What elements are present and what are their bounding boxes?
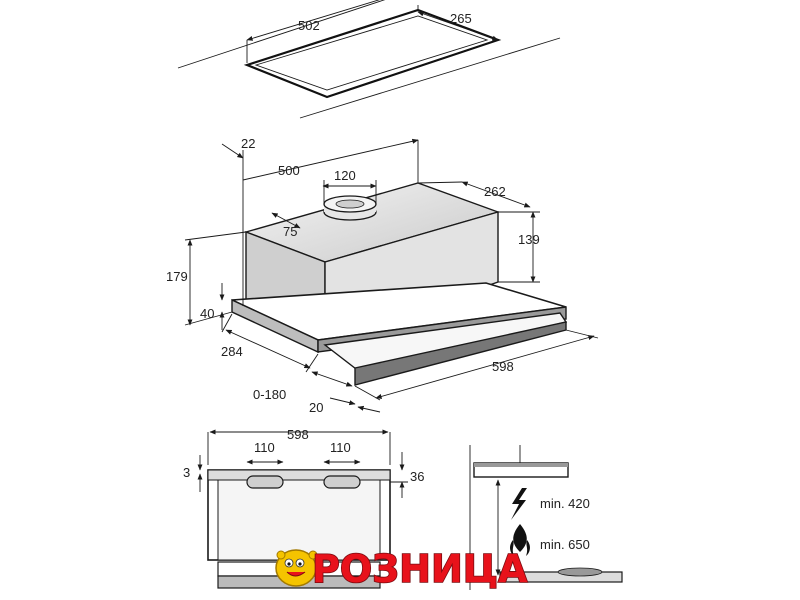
ceiling-line [299,37,561,119]
lightning-icon [511,488,527,520]
mascot-icon [275,549,318,587]
ceiling-cutout-view: 502 265 [177,0,561,119]
dim-line-265 [417,11,499,41]
dim-label-598: 598 [492,359,514,374]
outlet-right [323,475,361,489]
dim-line-20 [329,397,356,406]
isometric-hood-view: 22 500 120 75 262 139 179 40 284 [166,136,599,415]
dim-label-120: 120 [334,168,356,183]
dim-label-284: 284 [221,344,243,359]
dim-label-179: 179 [166,269,188,284]
dim-line-500 [242,138,419,181]
dim-label-500: 500 [278,163,300,178]
dim-line-502 [246,0,419,41]
dim-label-265: 265 [450,11,472,26]
dim-line-0-180 [311,371,353,387]
min-distance-gas-label: min. 650 [540,537,590,552]
dim-label-front-110-left: 110 [254,440,275,455]
dim-label-139: 139 [518,232,540,247]
dim-label-40: 40 [200,306,214,321]
dim-label-front-36: 36 [410,469,424,484]
dim-line-22 [221,143,244,159]
front-view: 598 110 110 3 36 [183,427,424,589]
dim-label-20: 20 [309,400,323,415]
dim-line-598 [375,335,595,399]
dim-label-262: 262 [484,184,506,199]
dim-label-502: 502 [298,18,320,33]
dim-label-22: 22 [241,136,255,151]
min-distance-electric-label: min. 420 [540,496,590,511]
dim-line-262 [461,181,531,208]
installation-distance-view: min. 420 min. 650 [469,445,623,590]
dim-label-75: 75 [283,224,297,239]
dim-label-0-180: 0-180 [253,387,286,402]
flame-icon [510,524,530,556]
dim-line-75 [271,212,301,229]
dim-label-front-110-right: 110 [330,440,351,455]
roznitsa-logo: РОЗНИЦА [275,546,529,592]
ceiling-line [177,0,386,69]
outlet-left [246,475,284,489]
dim-line-284 [225,329,311,369]
logo-text: РОЗНИЦА [312,547,528,591]
dim-label-front-3: 3 [183,465,190,480]
dim-label-front-598: 598 [287,427,309,442]
